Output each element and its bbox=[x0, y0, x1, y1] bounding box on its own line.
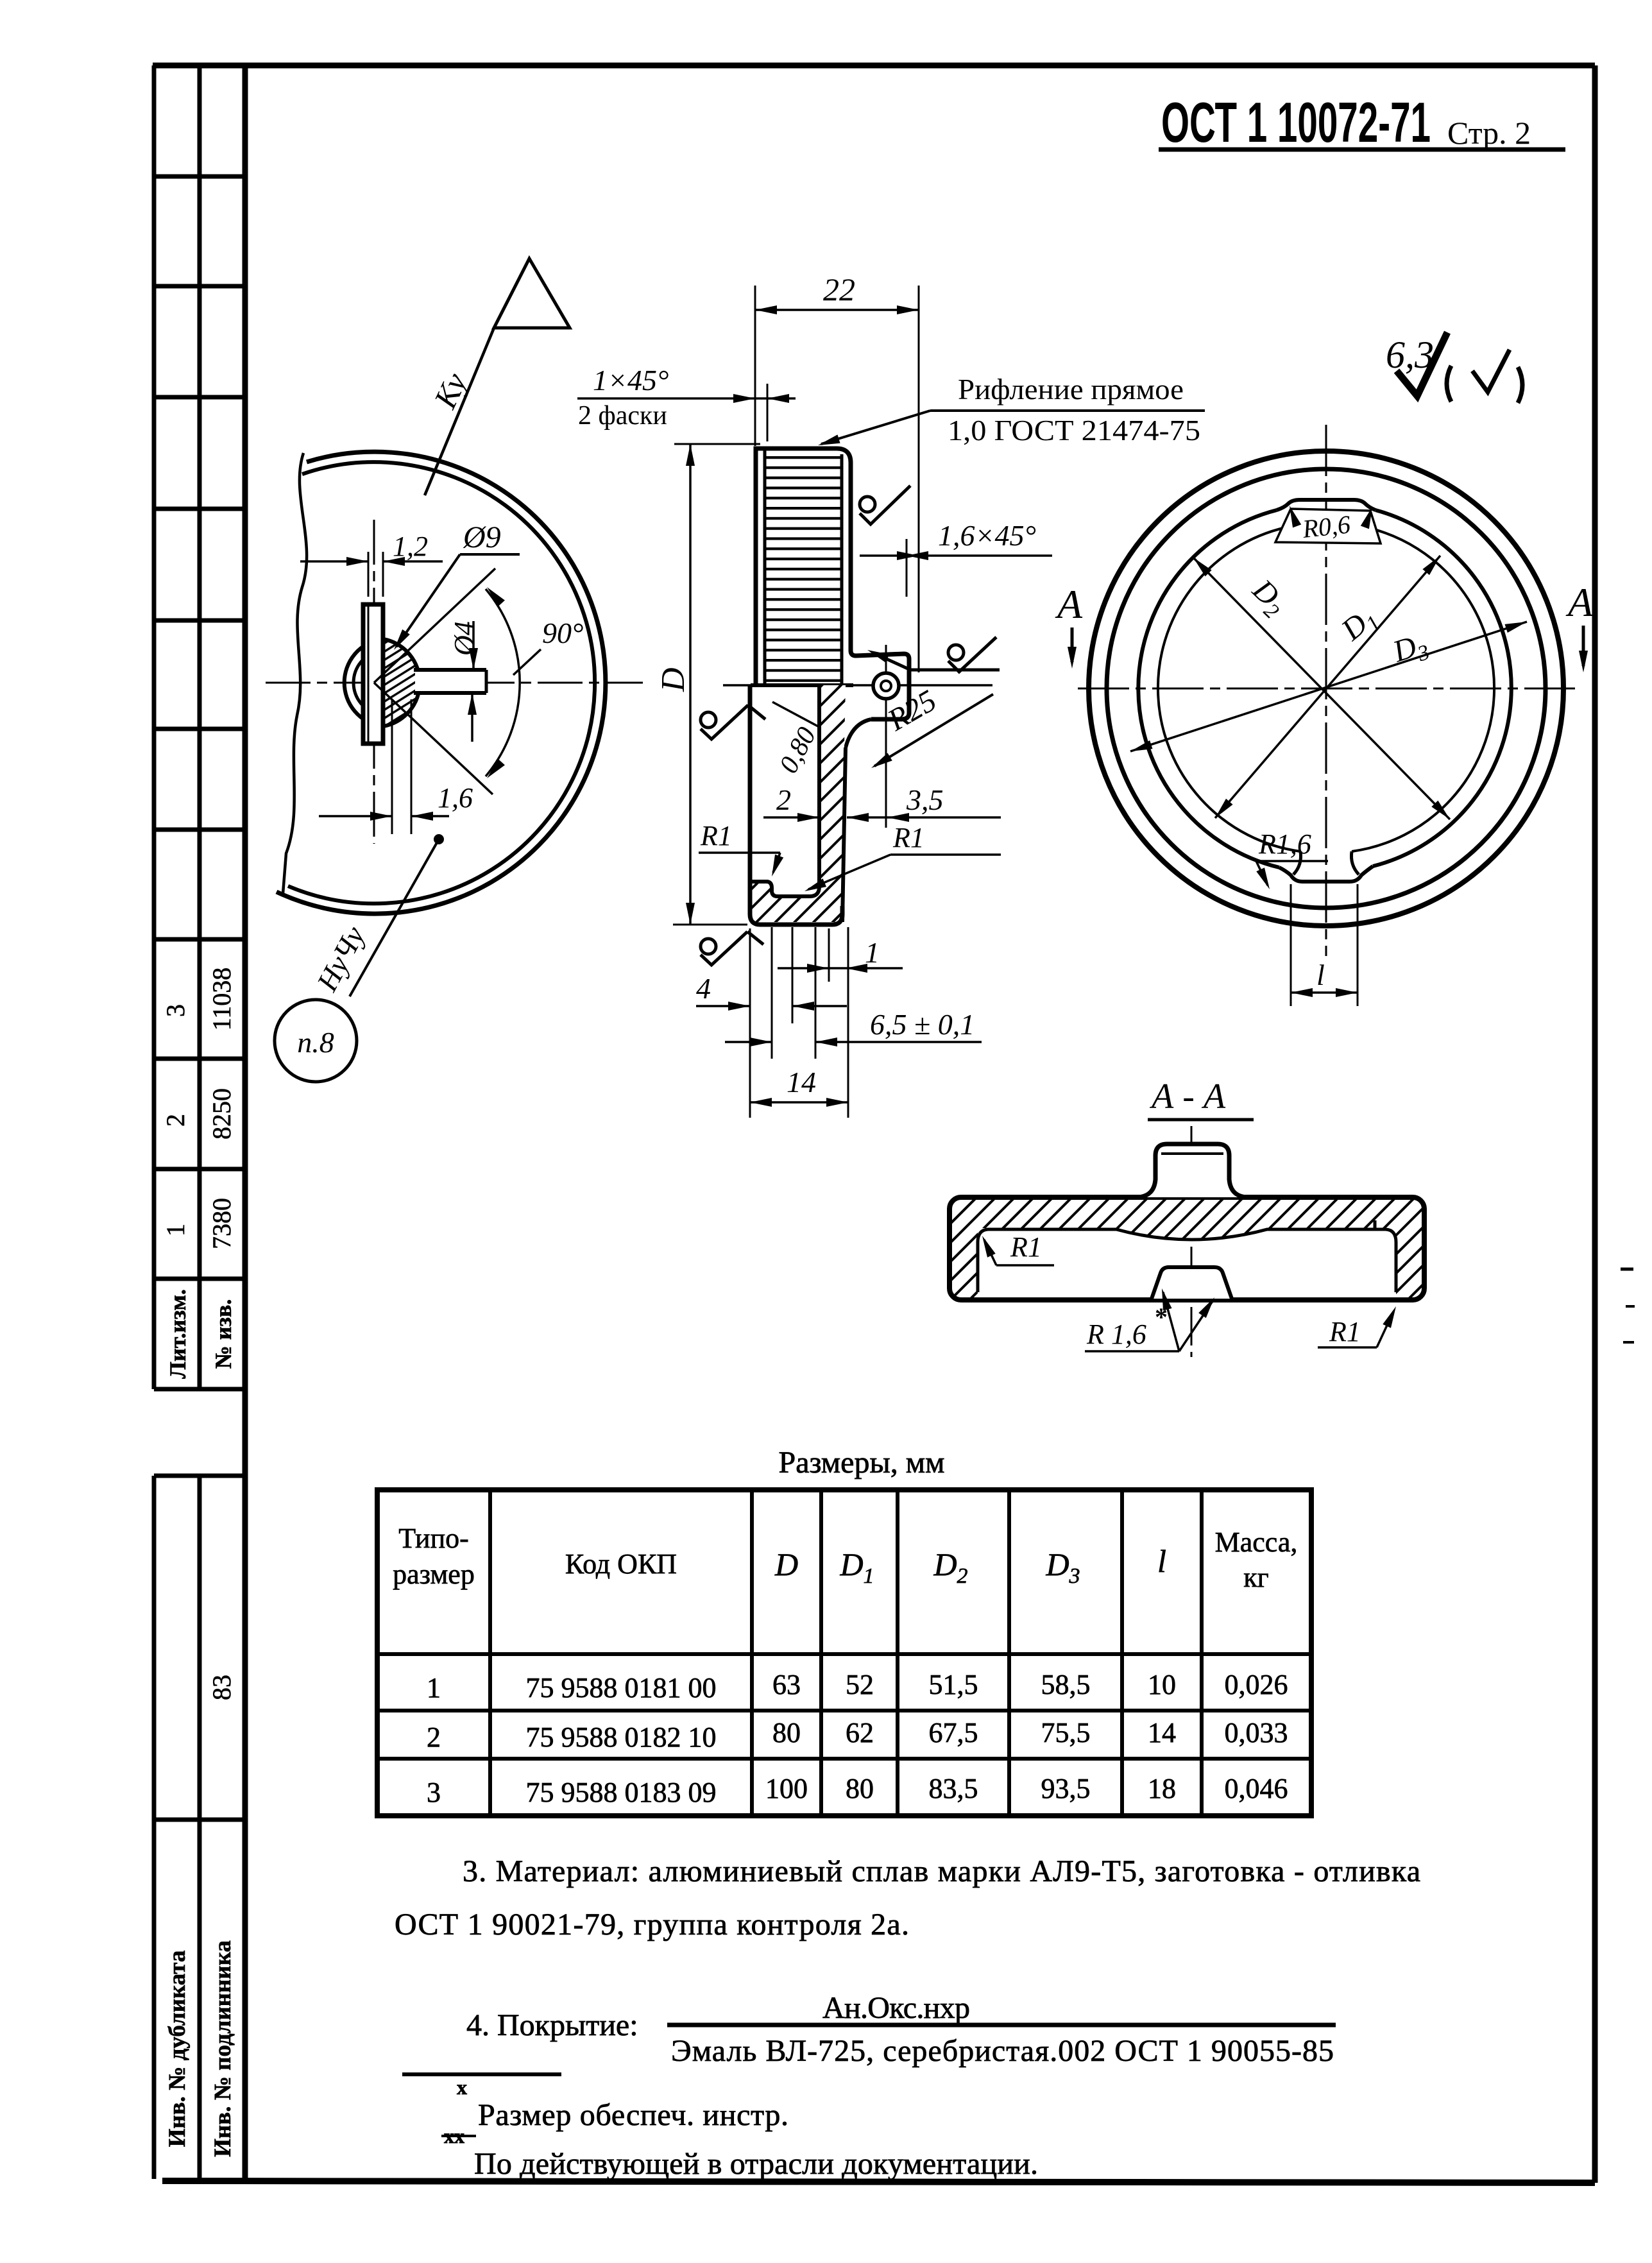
svg-text:НуЧу: НуЧу bbox=[310, 921, 371, 997]
svg-text:Масса,: Масса, bbox=[1215, 1526, 1298, 1558]
svg-text:Эмаль ВЛ-725, серебристая.00: Эмаль ВЛ-725, серебристая.002 ОСТ 1 9005… bbox=[671, 2034, 1334, 2068]
svg-text:D: D bbox=[655, 667, 692, 692]
svg-text:4: 4 bbox=[696, 972, 711, 1005]
svg-text:75 9588 0181 00: 75 9588 0181 00 bbox=[526, 1672, 717, 1704]
svg-text:R1: R1 bbox=[892, 822, 924, 853]
svg-text:1: 1 bbox=[161, 1224, 190, 1236]
svg-text:R0,6: R0,6 bbox=[1300, 509, 1352, 543]
svg-text:75,5: 75,5 bbox=[1041, 1717, 1091, 1748]
svg-text:l: l bbox=[1316, 959, 1325, 991]
svg-text:83: 83 bbox=[207, 1675, 236, 1700]
svg-text:63: 63 bbox=[772, 1669, 801, 1700]
svg-text:R 1,6: R 1,6 bbox=[1086, 1319, 1146, 1350]
svg-text:А - А: А - А bbox=[1149, 1077, 1226, 1116]
svg-text:6,5 ± 0,1: 6,5 ± 0,1 bbox=[870, 1008, 975, 1041]
svg-text:Инв. № подлинника: Инв. № подлинника bbox=[210, 1940, 236, 2157]
svg-text:D2: D2 bbox=[933, 1546, 967, 1588]
svg-text:80: 80 bbox=[846, 1773, 874, 1804]
svg-text:х: х bbox=[457, 2076, 467, 2099]
svg-text:10: 10 bbox=[1148, 1669, 1176, 1700]
svg-text:D: D bbox=[774, 1546, 798, 1582]
svg-text:1: 1 bbox=[427, 1672, 441, 1704]
svg-text:№ изв.: № изв. bbox=[210, 1299, 236, 1369]
svg-text:2: 2 bbox=[427, 1721, 441, 1753]
svg-text:18: 18 bbox=[1148, 1773, 1176, 1804]
svg-text:Лит.изм.: Лит.изм. bbox=[165, 1289, 191, 1379]
svg-text:2: 2 bbox=[776, 783, 791, 816]
svg-text:По действующей в отрасли д: По действующей в отрасли документации. bbox=[474, 2147, 1038, 2181]
svg-text:кг: кг bbox=[1243, 1562, 1268, 1593]
svg-text:D1: D1 bbox=[839, 1546, 874, 1588]
svg-text:14: 14 bbox=[787, 1066, 816, 1098]
svg-text:93,5: 93,5 bbox=[1041, 1773, 1091, 1804]
svg-text:ОСТ 1 10072-71: ОСТ 1 10072-71 bbox=[1161, 90, 1431, 154]
svg-text:100: 100 bbox=[765, 1773, 808, 1804]
svg-text:1,6×45°: 1,6×45° bbox=[938, 519, 1036, 552]
svg-text:80: 80 bbox=[772, 1717, 801, 1748]
svg-text:ОСТ 1 90021-79, группа кон: ОСТ 1 90021-79, группа контроля 2а. bbox=[395, 1908, 909, 1942]
svg-text:14: 14 bbox=[1148, 1717, 1176, 1748]
svg-text:Код ОКП: Код ОКП bbox=[565, 1548, 677, 1580]
svg-text:Типо-: Типо- bbox=[398, 1523, 469, 1554]
svg-text:0,046: 0,046 bbox=[1225, 1773, 1288, 1804]
svg-text:51,5: 51,5 bbox=[929, 1669, 978, 1700]
svg-text:1,6: 1,6 bbox=[438, 782, 473, 814]
svg-text:0,026: 0,026 bbox=[1225, 1669, 1288, 1700]
svg-text:8250: 8250 bbox=[207, 1088, 236, 1140]
svg-text:п.8: п.8 bbox=[297, 1026, 334, 1059]
svg-text:D3: D3 bbox=[1388, 626, 1433, 673]
svg-text:75 9588 0182 10: 75 9588 0182 10 bbox=[526, 1721, 717, 1753]
svg-text:R1: R1 bbox=[700, 820, 732, 851]
svg-text:2 фаски: 2 фаски bbox=[578, 401, 667, 431]
svg-text:Размеры, мм: Размеры, мм bbox=[779, 1446, 945, 1480]
svg-text:75 9588 0183 09: 75 9588 0183 09 bbox=[526, 1777, 717, 1808]
svg-text:1,0 ГОСТ 21474-75: 1,0 ГОСТ 21474-75 bbox=[948, 414, 1200, 447]
svg-text:1,2: 1,2 bbox=[393, 531, 428, 562]
svg-text:6,3: 6,3 bbox=[1386, 334, 1434, 376]
svg-text:52: 52 bbox=[846, 1669, 874, 1700]
svg-text:62: 62 bbox=[846, 1717, 874, 1748]
svg-text:1: 1 bbox=[865, 936, 880, 969]
svg-text:90°: 90° bbox=[542, 617, 583, 649]
svg-text:Рифление прямое: Рифление прямое bbox=[958, 373, 1184, 406]
svg-text:58,5: 58,5 bbox=[1041, 1669, 1091, 1700]
svg-text:R1,6: R1,6 bbox=[1258, 828, 1311, 860]
svg-text:1×45°: 1×45° bbox=[593, 364, 668, 397]
svg-text:Ку: Ку bbox=[427, 367, 474, 414]
svg-text:R1: R1 bbox=[1010, 1231, 1042, 1263]
svg-text:Стр. 2: Стр. 2 bbox=[1447, 115, 1531, 151]
svg-text:А: А bbox=[1055, 581, 1083, 627]
svg-text:3: 3 bbox=[161, 1004, 190, 1017]
svg-text:l: l bbox=[1157, 1543, 1166, 1579]
svg-text:11038: 11038 bbox=[207, 968, 236, 1031]
svg-text:R1: R1 bbox=[1329, 1316, 1361, 1347]
svg-text:0,80: 0,80 bbox=[774, 722, 822, 778]
svg-text:размер: размер bbox=[393, 1558, 475, 1590]
svg-text:D1: D1 bbox=[1334, 600, 1385, 651]
svg-text:7380: 7380 bbox=[207, 1198, 236, 1249]
svg-text:3: 3 bbox=[427, 1777, 441, 1808]
svg-text:3,5: 3,5 bbox=[906, 783, 944, 816]
svg-text:22: 22 bbox=[823, 271, 855, 307]
svg-text:83,5: 83,5 bbox=[929, 1773, 978, 1804]
svg-text:67,5: 67,5 bbox=[929, 1717, 978, 1748]
svg-text:2: 2 bbox=[161, 1114, 190, 1127]
svg-text:3. Материал: алюминиевый сп: 3. Материал: алюминиевый сплав марки АЛ9… bbox=[463, 1854, 1420, 1888]
svg-text:А: А bbox=[1565, 579, 1594, 625]
svg-text:0,033: 0,033 bbox=[1225, 1717, 1288, 1748]
svg-text:4. Покрытие:: 4. Покрытие: bbox=[466, 2008, 638, 2042]
svg-text:D3: D3 bbox=[1045, 1546, 1080, 1588]
svg-text:Ø9: Ø9 bbox=[463, 520, 501, 554]
svg-text:Размер обеспеч. инстр.: Размер обеспеч. инстр. bbox=[478, 2098, 788, 2132]
svg-text:Ан.Окс.нхр: Ан.Окс.нхр bbox=[822, 1991, 970, 2025]
svg-text:Инв. № дубликата: Инв. № дубликата bbox=[164, 1951, 191, 2148]
